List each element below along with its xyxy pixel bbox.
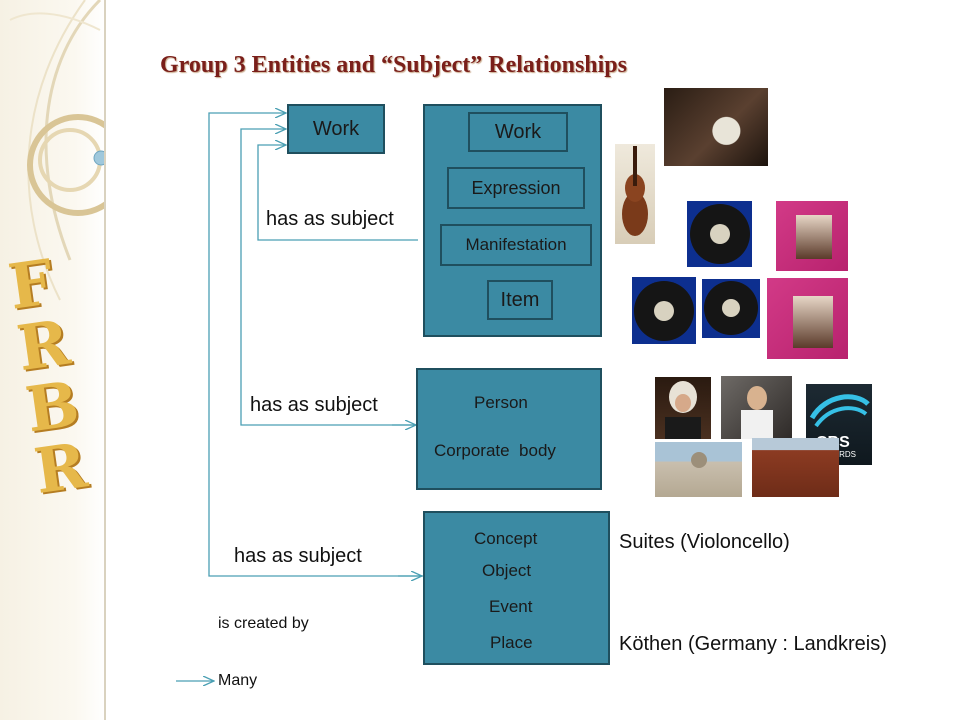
work-box: Work: [287, 104, 385, 154]
cello-photo: [615, 144, 655, 244]
expression-label: Expression: [471, 177, 561, 198]
group1-work-box: Work: [468, 112, 568, 152]
building-photo-2: [752, 438, 839, 497]
corporate-body-label: Corporate body: [434, 441, 556, 460]
arrow-group2-to-work: [240, 129, 418, 426]
group2-entities-box: [416, 368, 602, 490]
manuscript-photo: [664, 88, 768, 166]
has-as-subject-label-1: has as subject: [266, 208, 394, 230]
place-example-text: Köthen (Germany : Landkreis): [619, 633, 887, 655]
place-label: Place: [490, 633, 533, 652]
concept-label: Concept: [474, 529, 538, 548]
item-label: Item: [500, 288, 540, 311]
album-cover-photo-2: [767, 278, 848, 359]
legend-many-label: Many: [218, 672, 258, 689]
vinyl-record-photo-3: [702, 279, 760, 338]
concept-example-text: Suites (Violoncello): [619, 531, 790, 553]
group3-entities-box: [423, 511, 610, 665]
event-label: Event: [489, 597, 533, 616]
vinyl-record-photo-2: [632, 277, 696, 344]
expression-box: Expression: [447, 167, 585, 209]
sidebar-divider: [104, 0, 106, 720]
decorative-sidebar: [0, 0, 129, 720]
has-as-subject-label-2: has as subject: [250, 394, 378, 416]
person-label: Person: [474, 393, 528, 412]
cellist-photo: [721, 376, 792, 439]
building-photo-1: [655, 442, 742, 497]
legend-created-by-label: is created by: [218, 615, 309, 632]
vinyl-record-photo-1: [687, 201, 752, 267]
object-label: Object: [482, 561, 532, 580]
manifestation-label: Manifestation: [465, 235, 567, 254]
manifestation-box: Manifestation: [440, 224, 592, 266]
page-title: Group 3 Entities and “Subject” Relations…: [160, 52, 627, 78]
arrow-group1-to-work: [257, 145, 418, 241]
has-as-subject-label-3: has as subject: [234, 545, 362, 567]
bach-portrait-photo: [655, 377, 711, 439]
work-label: Work: [312, 117, 360, 140]
item-box: Item: [487, 280, 553, 320]
group1-work-label: Work: [494, 120, 542, 143]
album-cover-photo-1: [776, 201, 848, 271]
arrow-group3-to-work: [208, 113, 424, 577]
